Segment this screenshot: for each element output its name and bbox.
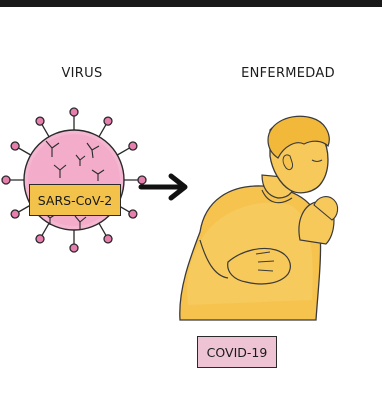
virus-name-label: SARS-CoV-2 bbox=[29, 184, 121, 216]
right-arrow-icon bbox=[141, 176, 185, 198]
disease-name-label: COVID-19 bbox=[197, 336, 277, 368]
coughing-person-icon bbox=[180, 116, 338, 320]
virus-spike bbox=[70, 108, 78, 132]
virus-icon bbox=[2, 108, 146, 252]
